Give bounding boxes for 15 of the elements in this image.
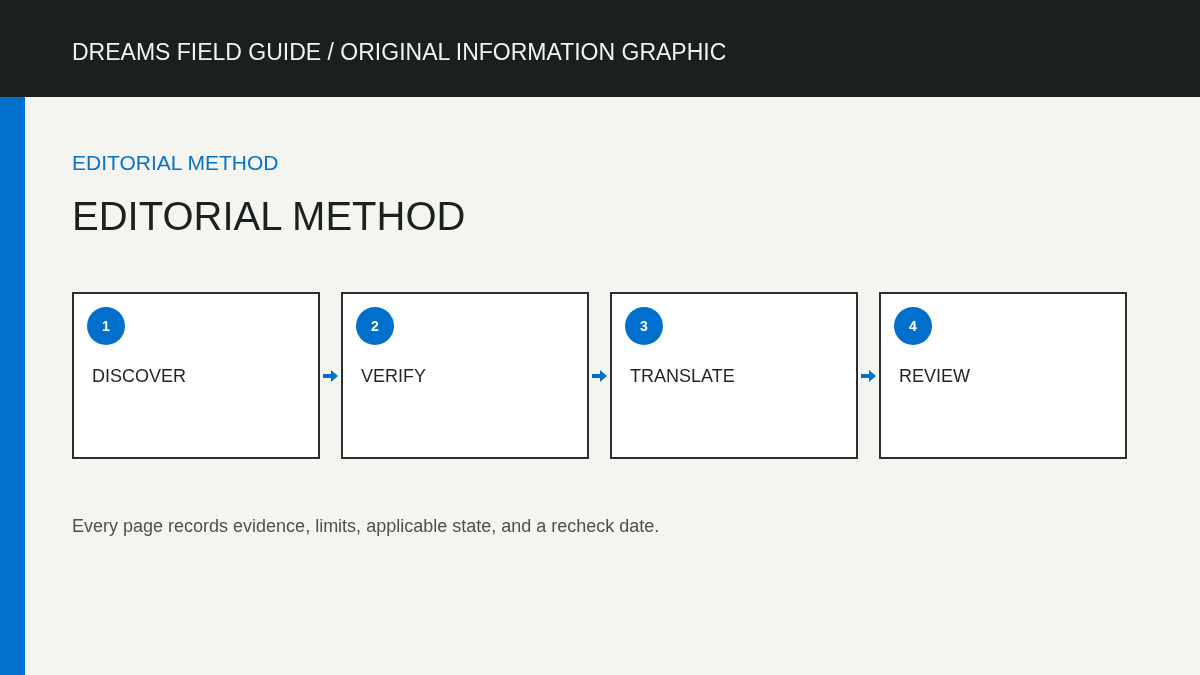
step-box bbox=[879, 292, 1127, 459]
caption-text: Every page records evidence, limits, applicable state, and a recheck date. bbox=[72, 516, 660, 538]
step-label: DISCOVER bbox=[92, 366, 187, 388]
eyebrow-label: EDITORIAL METHOD bbox=[72, 150, 279, 176]
step-label: TRANSLATE bbox=[630, 366, 735, 388]
arrow bbox=[592, 370, 607, 382]
step-box bbox=[72, 292, 320, 459]
arrow bbox=[323, 370, 338, 382]
step-label: REVIEW bbox=[899, 366, 970, 388]
page-title: EDITORIAL METHOD bbox=[72, 193, 466, 240]
step-box bbox=[341, 292, 589, 459]
step-label: VERIFY bbox=[361, 366, 426, 388]
step-box bbox=[610, 292, 858, 459]
header-text: DREAMS FIELD GUIDE / ORIGINAL INFORMATION GRAPHIC bbox=[72, 39, 727, 67]
arrow bbox=[861, 370, 876, 382]
